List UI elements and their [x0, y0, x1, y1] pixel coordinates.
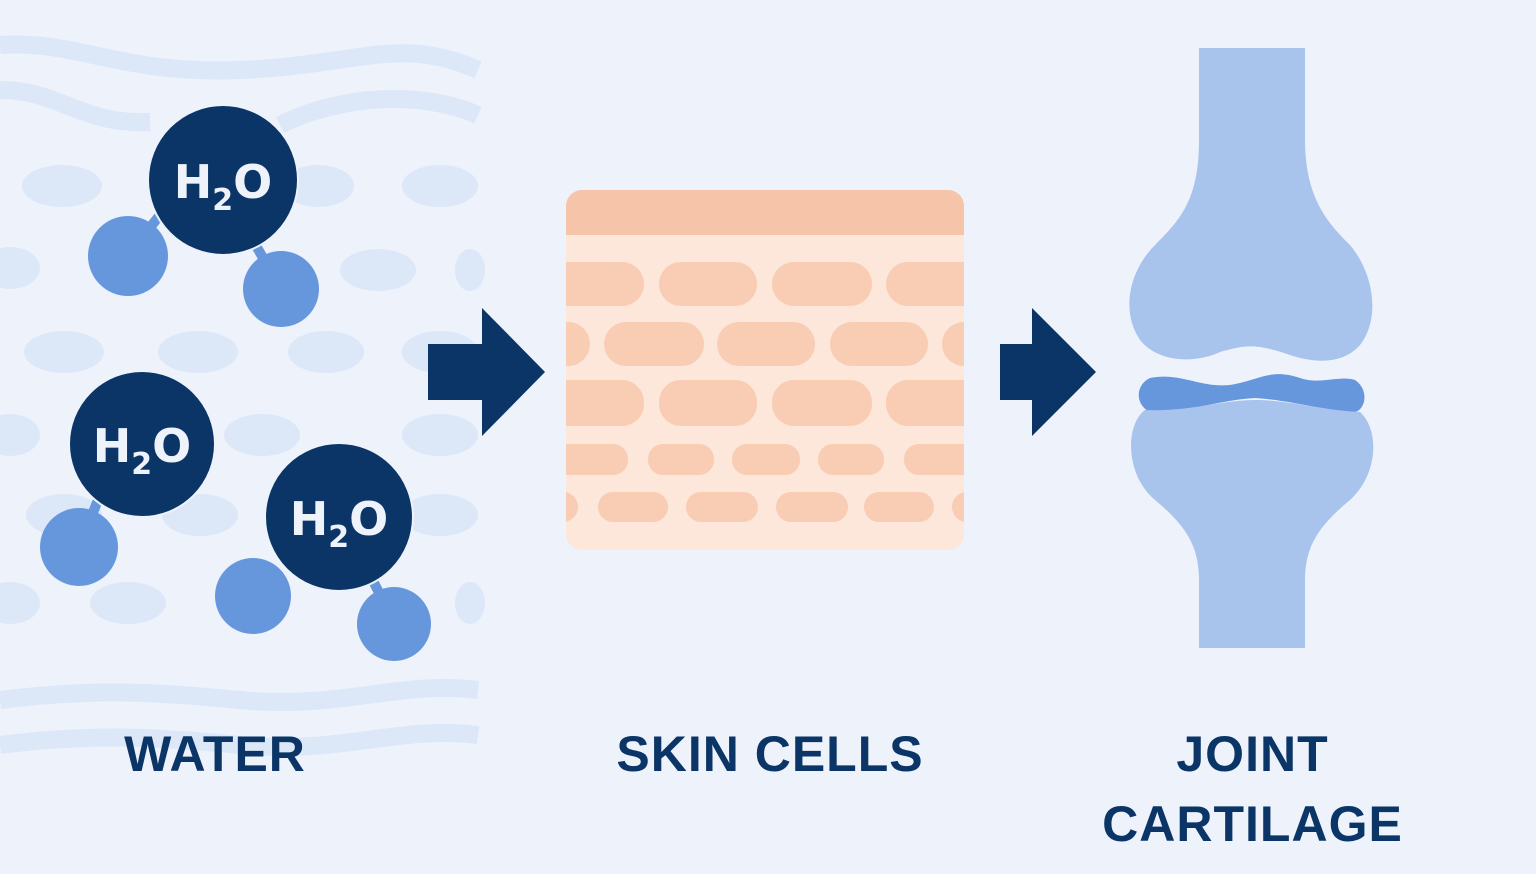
water-molecule: H2O [40, 370, 216, 586]
svg-text:H2O: H2O [93, 419, 191, 482]
svg-text:H2O: H2O [290, 492, 388, 555]
svg-text:H2O: H2O [174, 155, 272, 218]
skin-cells-illustration [566, 190, 964, 550]
skin-cells-label: SKIN CELLS [616, 726, 924, 782]
arrow-right-icon [428, 308, 545, 436]
joint-label-line1: JOINT [1176, 726, 1329, 782]
joint-illustration [1129, 48, 1374, 648]
lower-bone [1131, 400, 1374, 648]
cartilage [1138, 374, 1365, 412]
water-molecule: H2O [215, 442, 431, 661]
arrow-right-icon [1000, 308, 1096, 436]
upper-bone [1129, 48, 1373, 361]
joint-label-line2: CARTILAGE [1102, 796, 1403, 852]
water-background [0, 35, 482, 757]
water-label: WATER [124, 726, 306, 782]
water-molecule: H2O [88, 104, 319, 327]
